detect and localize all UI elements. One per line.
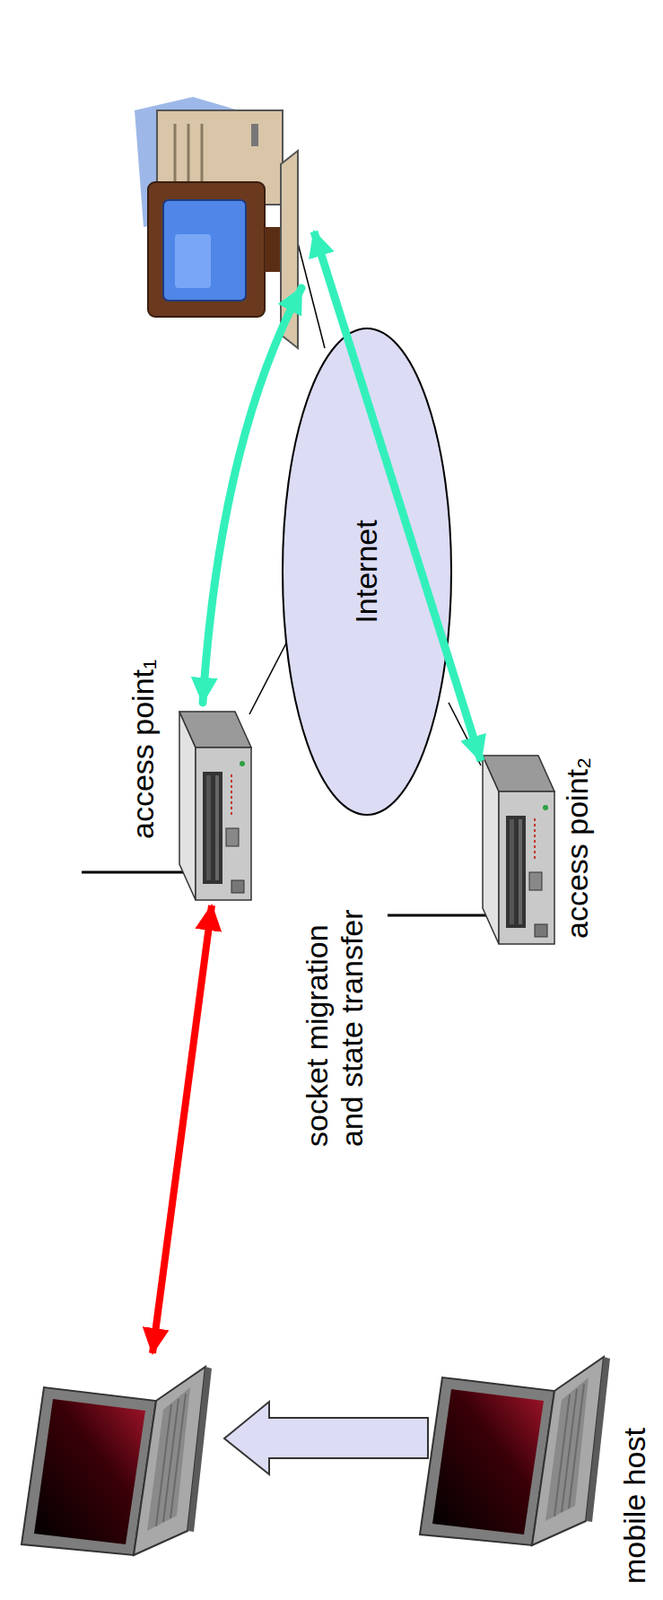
- move-arrow: [224, 1401, 428, 1475]
- device-label: access point₁: [125, 659, 161, 839]
- laptop: [419, 1356, 611, 1545]
- device-label: access point₂: [559, 757, 595, 939]
- link-line: [249, 637, 289, 715]
- antenna: [387, 914, 488, 917]
- access-point-device: [482, 755, 555, 944]
- device-node: access point₁: [179, 711, 252, 900]
- antenna: [81, 871, 184, 874]
- node-label: Internet: [348, 519, 384, 623]
- computer: [134, 96, 298, 349]
- device-node: access point₂: [482, 755, 555, 944]
- wireless-link: [152, 905, 212, 1353]
- device-label: mobile host: [617, 1427, 653, 1584]
- device-node: mobile host: [412, 1356, 607, 1562]
- laptop: [21, 1366, 212, 1555]
- access-point-device: [179, 711, 252, 900]
- edge-label: socket migration and state transfer: [299, 886, 370, 1147]
